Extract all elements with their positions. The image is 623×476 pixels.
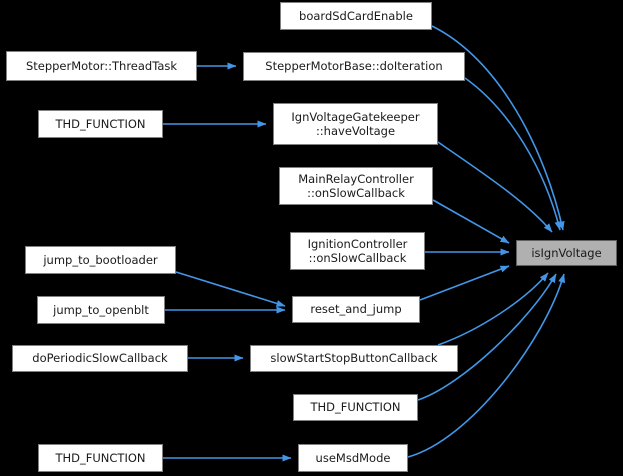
node-stepperThreadTask[interactable]: StepperMotor::ThreadTask [6, 51, 197, 81]
node-resetAndJump[interactable]: reset_and_jump [292, 296, 420, 323]
node-label: slowStartStopButtonCallback [270, 351, 438, 366]
node-label: StepperMotor::ThreadTask [25, 58, 178, 73]
node-label: THD_FUNCTION [310, 400, 401, 415]
node-isIgnVoltage[interactable]: isIgnVoltage [516, 240, 617, 266]
node-thdFunctionBottom[interactable]: THD_FUNCTION [38, 444, 163, 472]
edge-slowStartStopButtonCallback-to-isIgnVoltage [437, 272, 549, 346]
edge-mainRelayController-to-isIgnVoltage [432, 199, 510, 244]
node-label: boardSdCardEnable [299, 8, 413, 23]
node-label: IgnitionController ::onSlowCallback [307, 236, 408, 265]
edge-ignVoltageGatekeeper-to-isIgnVoltage [437, 141, 553, 233]
node-label: doPeriodicSlowCallback [32, 351, 168, 366]
node-ignVoltageGatekeeper[interactable]: IgnVoltageGatekeeper ::haveVoltage [273, 103, 438, 145]
node-label: useMsdMode [315, 450, 391, 465]
node-ignitionController[interactable]: IgnitionController ::onSlowCallback [290, 232, 425, 270]
node-thdFunctionMid[interactable]: THD_FUNCTION [293, 394, 418, 421]
node-label: isIgnVoltage [531, 245, 602, 260]
node-thdFunctionTop[interactable]: THD_FUNCTION [38, 110, 163, 138]
node-label: THD_FUNCTION [55, 116, 146, 131]
node-useMsdMode[interactable]: useMsdMode [298, 444, 408, 472]
node-mainRelayController[interactable]: MainRelayController ::onSlowCallback [279, 167, 433, 205]
edge-stepperDoIteration-to-isIgnVoltage [464, 77, 562, 231]
node-doPeriodicSlowCallback[interactable]: doPeriodicSlowCallback [12, 345, 188, 372]
edge-thdFunctionMid-to-isIgnVoltage [417, 273, 557, 401]
node-jumpToBootloader[interactable]: jump_to_bootloader [25, 246, 176, 274]
edge-jumpToBootloader-to-resetAndJump [175, 271, 286, 307]
node-label: THD_FUNCTION [55, 450, 146, 465]
node-label: jump_to_openblt [53, 302, 149, 317]
node-label: StepperMotorBase::doIteration [265, 59, 443, 74]
node-jumpToOpenblt[interactable]: jump_to_openblt [37, 296, 165, 324]
node-stepperDoIteration[interactable]: StepperMotorBase::doIteration [243, 52, 465, 81]
node-label: jump_to_bootloader [43, 252, 158, 267]
edge-resetAndJump-to-isIgnVoltage [419, 265, 510, 301]
node-label: reset_and_jump [310, 302, 402, 317]
node-label: IgnVoltageGatekeeper ::haveVoltage [291, 109, 420, 138]
node-boardSdCardEnable[interactable]: boardSdCardEnable [280, 2, 432, 30]
node-slowStartStopButtonCallback[interactable]: slowStartStopButtonCallback [250, 345, 458, 372]
node-label: MainRelayController ::onSlowCallback [298, 171, 414, 200]
